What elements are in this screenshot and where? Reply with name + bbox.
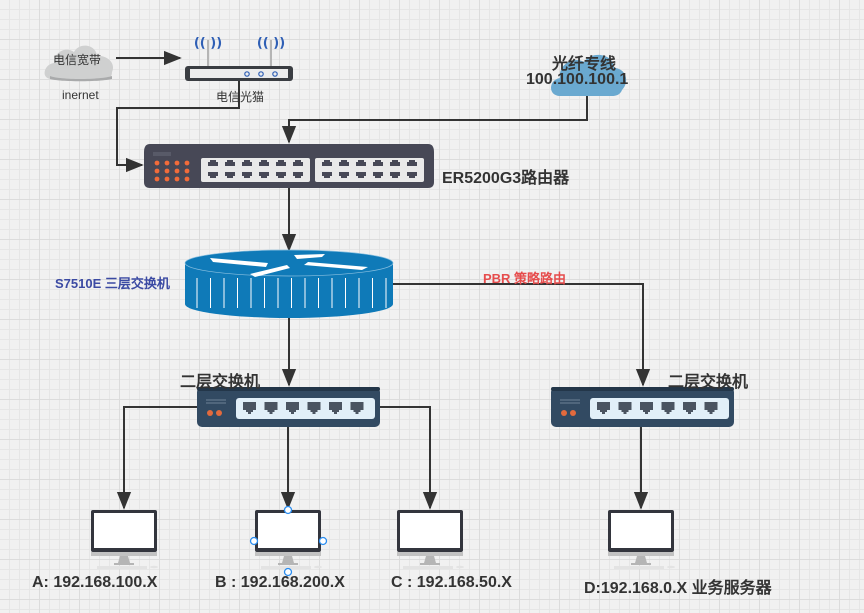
ethernet-port-icon	[407, 172, 417, 178]
led-icon	[154, 176, 160, 182]
ethernet-port-icon	[390, 172, 400, 178]
led-icon	[184, 176, 190, 182]
ethernet-port-icon	[208, 160, 218, 166]
ethernet-port-icon	[293, 160, 303, 166]
edge-fiber-to-router[interactable]	[281, 96, 588, 144]
ethernet-port-icon	[640, 402, 653, 414]
led-icon	[164, 160, 170, 166]
svg-text:(( )): (( ))	[257, 36, 285, 51]
modem-label: 电信光猫	[216, 90, 265, 104]
ethernet-port-icon	[407, 160, 417, 166]
edge-core-to-right-switch[interactable]	[393, 283, 651, 387]
edge-left-switch-to-a[interactable]	[116, 406, 197, 510]
host-a-label: A: 192.168.100.X	[32, 574, 158, 591]
edge-modem-to-router[interactable]	[116, 80, 240, 173]
computer-icon-b[interactable]	[255, 510, 322, 569]
router-label: ER5200G3路由器	[442, 170, 570, 187]
ethernet-port-icon	[661, 402, 675, 414]
svg-text:(( )): (( ))	[194, 36, 222, 51]
led-icon	[184, 160, 190, 166]
ethernet-port-icon	[242, 172, 252, 178]
modem-icon[interactable]: (( )) (( ))	[185, 36, 293, 81]
isp-caption: inernet	[62, 88, 99, 102]
ethernet-port-icon	[322, 160, 332, 166]
ethernet-port-icon	[704, 402, 718, 414]
ethernet-port-icon	[242, 160, 252, 166]
computer-icon-d[interactable]	[608, 510, 675, 569]
led-icon	[174, 160, 180, 166]
ethernet-port-icon	[356, 172, 366, 178]
fiber-ip: 100.100.100.1	[526, 71, 629, 88]
host-c-label: C : 192.168.50.X	[391, 574, 512, 591]
ethernet-port-icon	[322, 172, 332, 178]
ethernet-port-icon	[373, 160, 383, 166]
core-switch-icon[interactable]	[184, 249, 394, 318]
ethernet-port-icon	[339, 172, 349, 178]
ethernet-port-icon	[225, 172, 235, 178]
computer-icon-c[interactable]	[397, 510, 464, 569]
ethernet-port-icon	[208, 172, 218, 178]
ethernet-port-icon	[339, 160, 349, 166]
edge-left-switch-to-c[interactable]	[380, 406, 438, 510]
led-icon	[174, 168, 180, 174]
fiber-title: 光纤专线	[552, 56, 617, 73]
ethernet-port-icon	[356, 160, 366, 166]
ethernet-port-icon	[293, 172, 303, 178]
fiber-cloud-icon[interactable]	[551, 54, 627, 96]
selection-handles[interactable]	[249, 505, 328, 577]
ethernet-port-icon	[329, 402, 342, 414]
ethernet-port-icon	[243, 402, 256, 414]
right-switch-label: 二层交换机	[668, 374, 749, 391]
left-l2-switch-icon[interactable]	[197, 387, 380, 427]
ethernet-port-icon	[350, 402, 364, 414]
left-switch-label: 二层交换机	[180, 374, 261, 391]
led-icon	[174, 176, 180, 182]
led-icon	[154, 168, 160, 174]
ethernet-port-icon	[259, 172, 269, 178]
core-switch-label: S7510E 三层交换机	[55, 276, 170, 291]
right-l2-switch-icon[interactable]	[551, 387, 734, 427]
ethernet-port-icon	[286, 402, 299, 414]
pbr-label: PBR 策略路由	[483, 271, 567, 286]
led-icon	[184, 168, 190, 174]
computer-icon-a[interactable]	[91, 510, 158, 569]
ethernet-port-icon	[597, 402, 610, 414]
isp-cloud-label: 电信宽带	[53, 53, 102, 67]
ethernet-port-icon	[618, 402, 632, 414]
ethernet-port-icon	[373, 172, 383, 178]
ethernet-port-icon	[276, 172, 286, 178]
host-d-label: D:192.168.0.X 业务服务器	[584, 580, 772, 597]
led-icon	[154, 160, 160, 166]
isp-cloud-icon[interactable]	[44, 45, 114, 82]
router-icon[interactable]	[144, 144, 434, 188]
led-icon	[164, 168, 170, 174]
ethernet-port-icon	[276, 160, 286, 166]
host-b-label: B : 192.168.200.X	[215, 574, 345, 591]
led-icon	[164, 176, 170, 182]
ethernet-port-icon	[264, 402, 278, 414]
ethernet-port-icon	[225, 160, 235, 166]
ethernet-port-icon	[683, 402, 696, 414]
ethernet-port-icon	[259, 160, 269, 166]
ethernet-port-icon	[390, 160, 400, 166]
ethernet-port-icon	[307, 402, 321, 414]
